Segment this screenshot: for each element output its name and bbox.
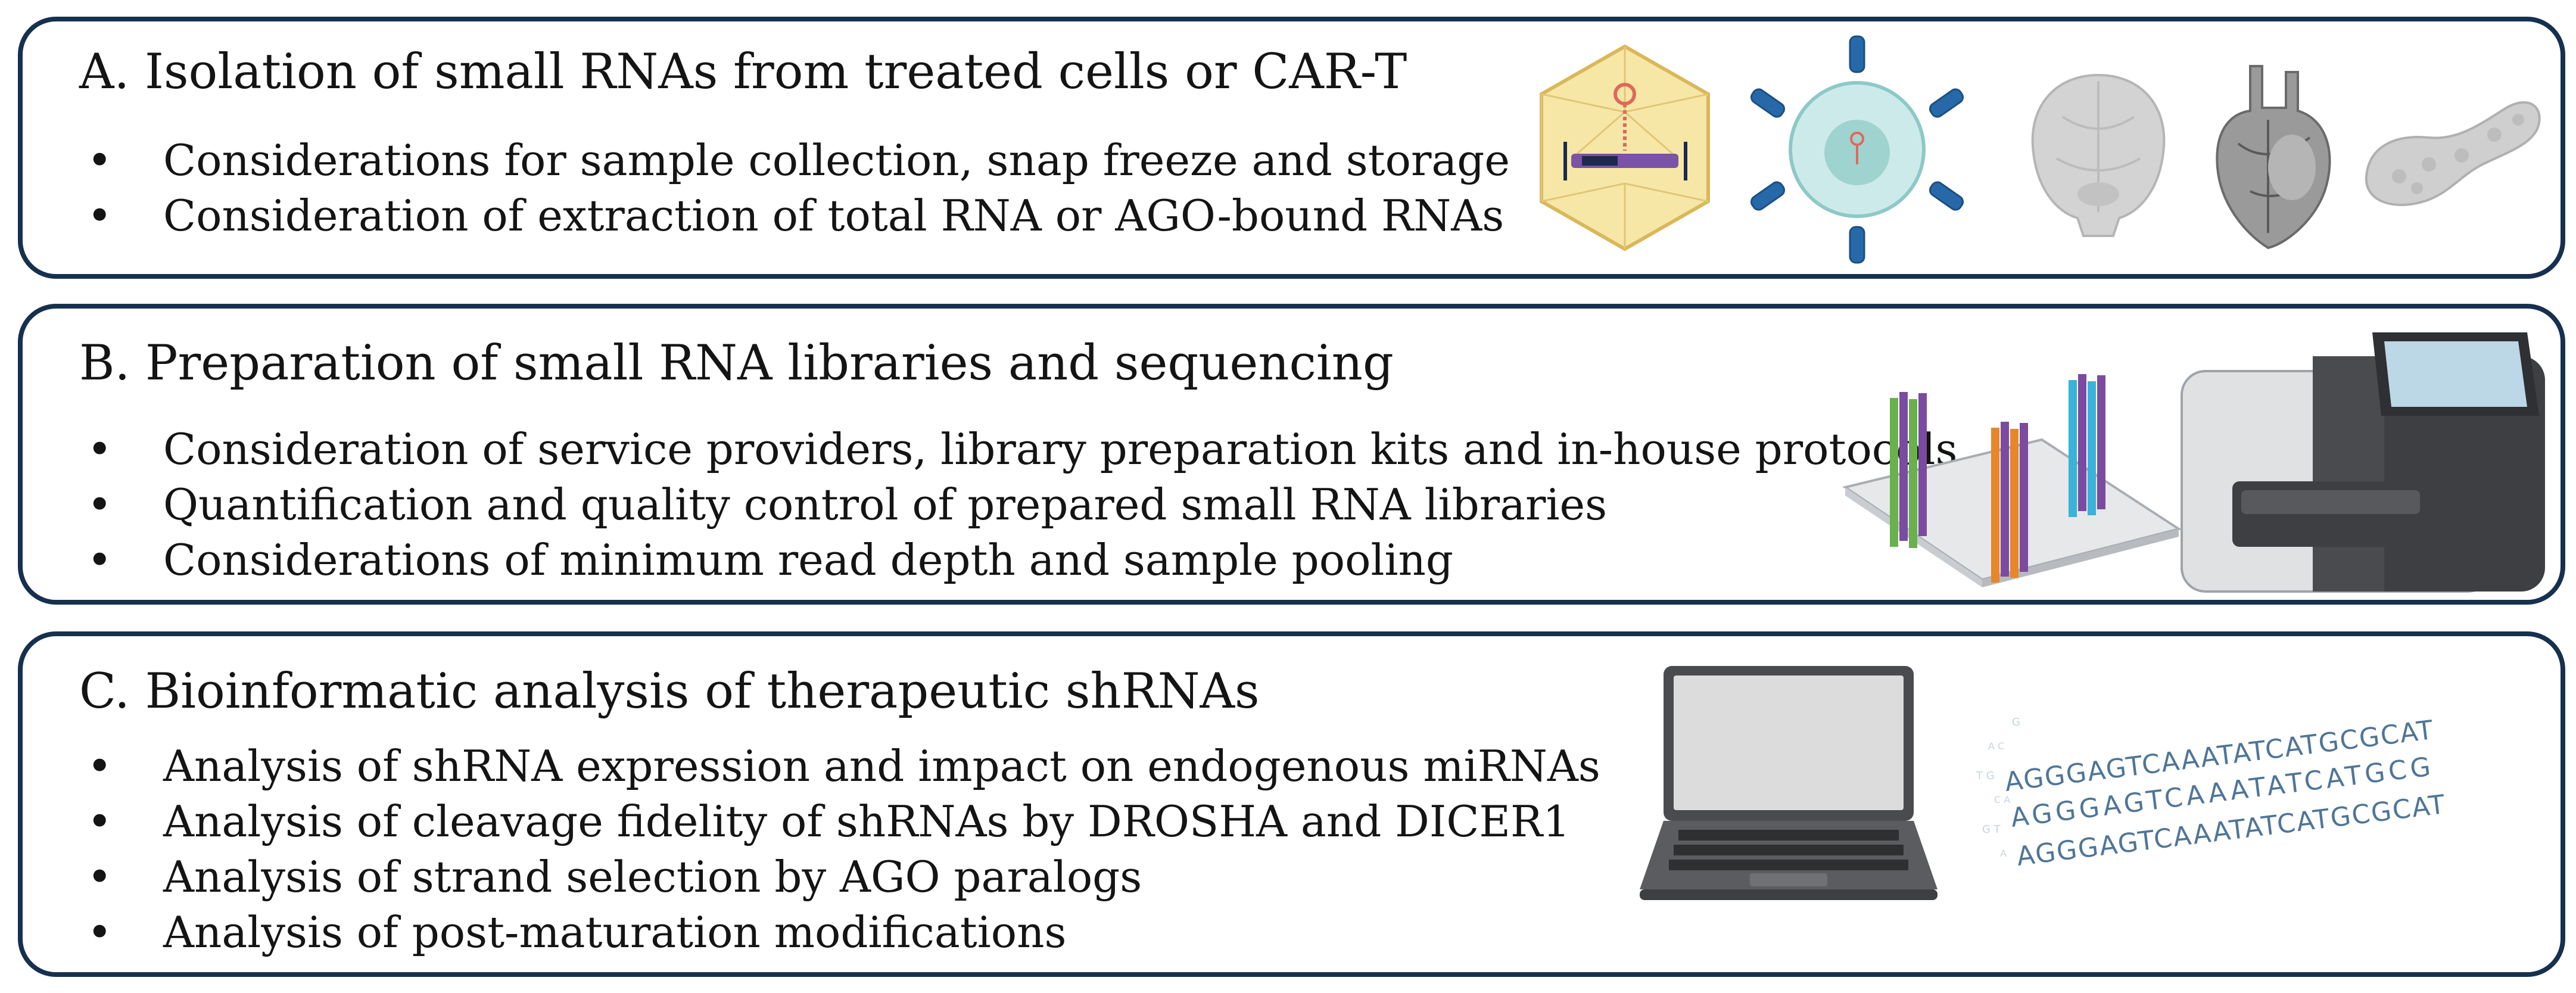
svg-text:C A: C A	[1994, 794, 2010, 805]
panel-c-bullets: Analysis of shRNA expression and impact …	[87, 739, 1600, 960]
panel-library-preparation: B. Preparation of small RNA libraries an…	[18, 304, 2565, 605]
panel-isolation: A. Isolation of small RNAs from treated …	[18, 17, 2565, 279]
list-item: Consideration of service providers, libr…	[87, 422, 1957, 477]
svg-text:A: A	[2000, 848, 2007, 859]
svg-text:G: G	[2012, 716, 2020, 729]
panel-bioinformatic-analysis: C. Bioinformatic analysis of therapeutic…	[18, 631, 2565, 977]
car-t-cell-icon	[1750, 35, 1964, 264]
list-item: Considerations of minimum read depth and…	[87, 533, 1957, 588]
sequence-reads-icon: GA C T GC A G TA AGGGAGTCAAATATCATGCGCAT…	[1976, 715, 2448, 872]
list-item: Consideration of extraction of total RNA…	[87, 188, 1510, 244]
list-item: Analysis of post-maturation modification…	[87, 905, 1600, 960]
svg-text:G T: G T	[1982, 823, 2001, 836]
list-item: Considerations for sample collection, sn…	[87, 133, 1510, 188]
heart-icon	[2216, 65, 2331, 250]
list-item: Quantification and quality control of pr…	[87, 477, 1957, 533]
list-item: Analysis of shRNA expression and impact …	[87, 739, 1600, 794]
brain-icon	[2031, 73, 2166, 237]
flow-cell-clusters-icon	[1842, 374, 2182, 587]
svg-text:T G: T G	[1976, 770, 1995, 782]
panel-b-title: B. Preparation of small RNA libraries an…	[79, 335, 1394, 391]
sequencer-icon	[2181, 332, 2545, 593]
laptop-icon	[1640, 666, 1938, 900]
panel-b-bullets: Consideration of service providers, libr…	[87, 422, 1957, 588]
panel-a-bullets: Considerations for sample collection, sn…	[87, 133, 1510, 244]
pancreas-icon	[2365, 101, 2541, 206]
svg-text:A C: A C	[1988, 740, 2004, 752]
viral-vector-icon	[1540, 44, 1710, 251]
list-item: Analysis of cleavage fidelity of shRNAs …	[87, 794, 1600, 849]
list-item: Analysis of strand selection by AGO para…	[87, 849, 1600, 905]
panel-a-title: A. Isolation of small RNAs from treated …	[79, 44, 1407, 100]
panel-c-title: C. Bioinformatic analysis of therapeutic…	[79, 664, 1260, 720]
